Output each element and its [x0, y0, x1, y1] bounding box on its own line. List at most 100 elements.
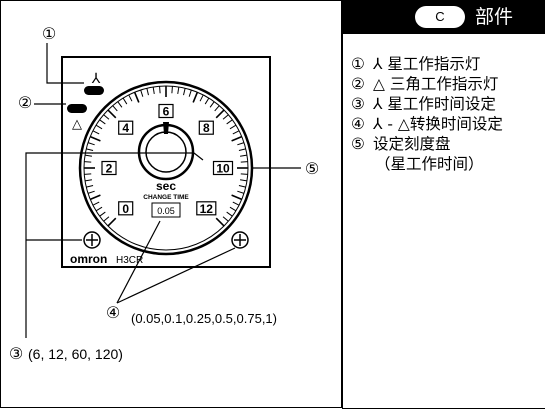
- callout-4: ④: [106, 303, 120, 322]
- dial-knob-inner: [145, 131, 187, 173]
- dial-tick: [231, 194, 243, 201]
- dial-tick: [199, 94, 204, 102]
- panel-header: C 部件: [343, 0, 545, 34]
- legend-number: ③: [351, 95, 365, 113]
- legend-number: ④: [351, 115, 365, 133]
- dial-tick: [188, 89, 192, 97]
- scale-number: 12: [200, 202, 214, 216]
- dial-tick: [86, 148, 94, 151]
- dial-tick: [226, 211, 233, 217]
- scale-number-box: [196, 201, 217, 216]
- dial-tick: [239, 154, 248, 157]
- dial-tick: [229, 206, 237, 212]
- dial-tick: [99, 119, 106, 125]
- dial-tick: [92, 201, 100, 206]
- dial-tick: [229, 124, 237, 130]
- dial-tick: [238, 148, 246, 151]
- change-time-value: 0.05: [157, 206, 175, 216]
- screw-right: [231, 231, 249, 249]
- dial-ticks: [84, 86, 248, 227]
- scale-number-box: [198, 120, 214, 135]
- dial-tick: [95, 124, 103, 130]
- parts-panel: C 部件 ①⅄ 星工作指示灯 ②△ 三角工作指示灯 ③⅄ 星工作时间设定 ④⅄ …: [342, 0, 545, 409]
- dial-tick: [107, 109, 117, 119]
- dial-scale: 0 2 4 6 8 10 12: [101, 103, 234, 216]
- callout-3: ③: [9, 344, 23, 363]
- dial-tick: [232, 130, 240, 135]
- legend-item: ③ ⅄ 星工作时间设定: [351, 94, 541, 114]
- legend-continuation: （星工作时间）: [375, 155, 484, 173]
- dial-tick: [240, 161, 248, 163]
- dial-tick: [237, 142, 245, 146]
- scale-number: 10: [216, 162, 230, 176]
- dial-tick: [183, 88, 186, 96]
- dial-tick: [117, 101, 123, 108]
- star-symbol-label: ⅄: [91, 71, 101, 87]
- dial-tick: [177, 86, 180, 95]
- dial-tick: [240, 173, 248, 175]
- dial-tick: [103, 216, 110, 222]
- legend-text: 设定刻度盘: [373, 135, 451, 153]
- callout-4-leader-screw: [116, 247, 236, 304]
- dial-pointer: [163, 122, 169, 134]
- dial-tick: [84, 179, 93, 182]
- legend-number: ⑤: [351, 135, 365, 153]
- scale-number-box: [158, 103, 174, 119]
- legend-text: ⅄ 星工作指示灯: [373, 55, 481, 73]
- scale-number: 4: [122, 121, 129, 135]
- scale-number: 0: [122, 202, 129, 216]
- star-indicator-lamp: [84, 86, 104, 95]
- change-time-label: CHANGE TIME: [143, 194, 189, 201]
- header-title: 部件: [475, 6, 514, 28]
- screw-left: [83, 231, 101, 249]
- legend-text: ⅄ 星工作时间设定: [373, 95, 496, 113]
- dial-tick: [214, 105, 220, 112]
- dial-tick: [99, 211, 106, 217]
- diagram-frame: [0, 0, 342, 408]
- dial-tick: [171, 86, 173, 94]
- dial-tick: [89, 194, 101, 201]
- dial-tick: [133, 91, 140, 103]
- delta-indicator-lamp: [67, 104, 87, 113]
- dial-tick: [122, 97, 128, 105]
- legend-number: ①: [351, 55, 365, 73]
- scale-number: 6: [163, 105, 170, 119]
- scale-number-box: [101, 160, 117, 176]
- dial-tick: [107, 217, 117, 227]
- scale-number: 8: [203, 121, 210, 135]
- callout-4-leader-knob: [116, 220, 161, 304]
- dial-tick: [231, 135, 243, 142]
- callout-5: ⑤: [305, 159, 319, 178]
- scale-number-box: [212, 160, 234, 176]
- dial-tick: [86, 185, 94, 188]
- dial-tick: [209, 101, 215, 108]
- delta-indicator: △: [67, 104, 87, 132]
- dial-tick: [226, 119, 233, 125]
- callout-2: ②: [18, 93, 32, 112]
- dial-tick: [152, 86, 155, 95]
- callout-3-leader-dial: [25, 152, 204, 338]
- dial-tick: [232, 201, 240, 206]
- dial-tick: [140, 89, 144, 97]
- dial-tick: [84, 161, 92, 163]
- callout-1-leader: [46, 43, 84, 84]
- dial-tick: [159, 86, 161, 94]
- dial-tick: [222, 114, 229, 120]
- change-time-box: [151, 202, 181, 218]
- dial-tick: [238, 185, 246, 188]
- dial-tick: [87, 190, 95, 194]
- header-badge: C: [415, 6, 465, 28]
- legend-item: ⑤ 设定刻度盘: [351, 134, 541, 154]
- dial-tick: [89, 135, 101, 142]
- delta-symbol-label: △: [72, 117, 82, 132]
- scale-number: 2: [106, 162, 113, 176]
- dial-tick: [192, 91, 199, 103]
- callout-3-values: (6, 12, 60, 120): [28, 346, 123, 362]
- scale-number-box: [118, 120, 134, 135]
- legend-item: ① ⅄ 星工作指示灯: [351, 54, 541, 74]
- legend-number: ②: [351, 75, 365, 93]
- dial-tick: [95, 206, 103, 212]
- dial-tick: [222, 216, 229, 222]
